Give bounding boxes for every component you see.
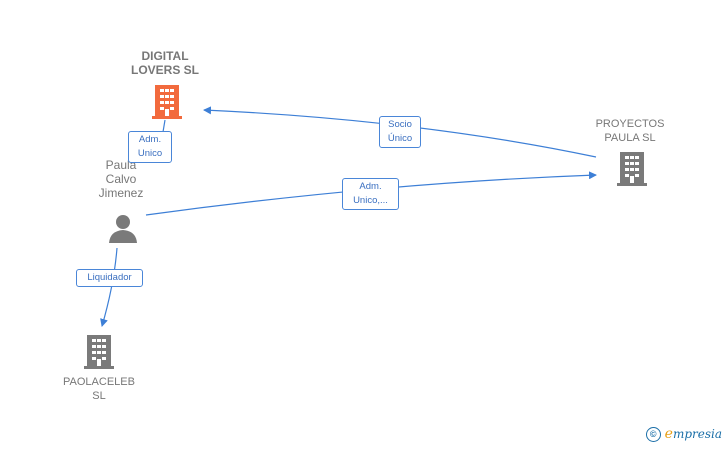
person-icon-paula-calvo[interactable] bbox=[108, 213, 138, 243]
node-label-paula-calvo: Paula Calvo Jimenez bbox=[98, 158, 144, 200]
node-label-proyectos-paula: PROYECTOS PAULA SL bbox=[595, 118, 665, 144]
edge-liquidador bbox=[100, 247, 118, 327]
node-label-paolaceleb: PAOLACELEB SL bbox=[63, 376, 135, 402]
copyright-icon: © bbox=[645, 426, 661, 442]
empresia-logo: © empresia bbox=[645, 426, 722, 442]
building-icon-paolaceleb[interactable] bbox=[84, 335, 114, 369]
edge-label-socio-unico[interactable]: Socio Único bbox=[379, 116, 421, 148]
edge-label-adm-unico-2[interactable]: Adm. Unico,... bbox=[342, 178, 399, 210]
building-icon-proyectos-paula[interactable] bbox=[617, 152, 647, 186]
building-icon-digital-lovers[interactable] bbox=[152, 85, 182, 119]
node-label-digital-lovers: DIGITAL LOVERS SL bbox=[130, 49, 199, 77]
edge-label-liquidador[interactable]: Liquidador bbox=[76, 269, 143, 287]
edge-label-adm-unico-1[interactable]: Adm. Unico bbox=[128, 131, 172, 163]
brand-name: mpresia bbox=[672, 427, 722, 441]
brand-e: e bbox=[664, 426, 673, 442]
